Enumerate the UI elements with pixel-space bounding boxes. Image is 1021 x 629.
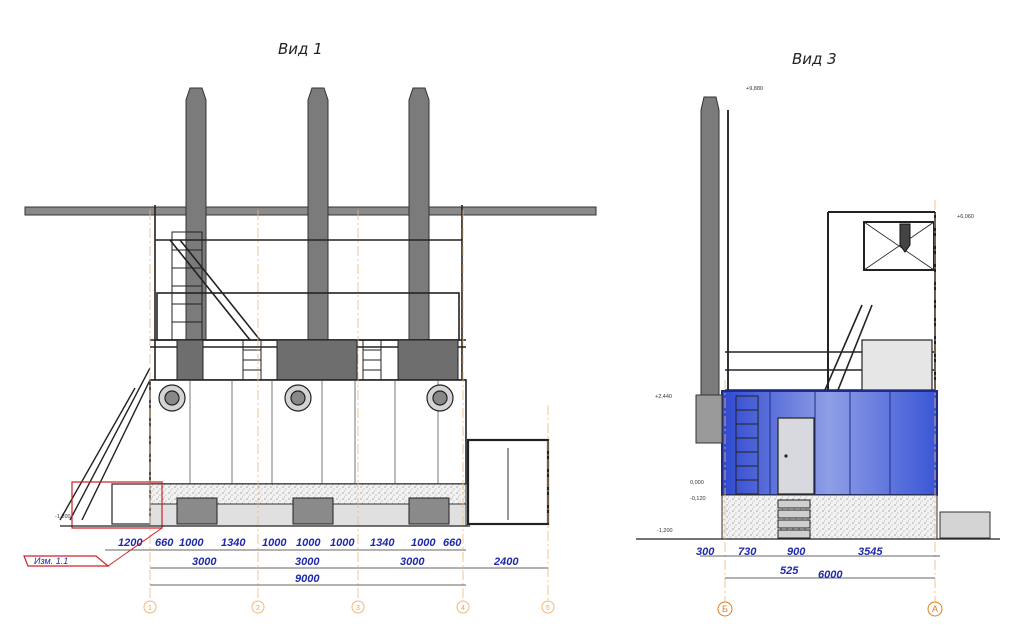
- view-3-equip: [861, 339, 933, 391]
- elev-floor-b: -0,120: [690, 496, 706, 502]
- view-3-dims-row1: 300 730 900 3545: [696, 546, 883, 558]
- dim-1340-a: 1340: [221, 537, 246, 549]
- dim-730: 730: [738, 546, 757, 558]
- view-3-container: [721, 390, 938, 496]
- view-1-elevation-left: -1,200: [55, 514, 71, 520]
- dim-300: 300: [696, 546, 715, 558]
- axis-2: 2: [256, 605, 260, 612]
- view-1: Вид 1: [23, 40, 597, 614]
- view-3-steps: [777, 499, 811, 539]
- view-3: Вид 3: [636, 50, 1000, 617]
- dimension-lines: [105, 549, 548, 586]
- axis-5: 5: [546, 605, 550, 612]
- equipment-blocks: [176, 339, 459, 381]
- axis-B-cyr: Б: [722, 604, 728, 614]
- dim-3000-b: 3000: [295, 556, 320, 568]
- dim-1000-a: 1000: [179, 537, 204, 549]
- fans: [158, 384, 454, 412]
- view-3-hoist: [899, 223, 911, 253]
- dim-3000-c: 3000: [400, 556, 425, 568]
- elev-left: +2,440: [655, 394, 672, 400]
- view-3-container-panels: [769, 391, 891, 495]
- view-3-title: Вид 3: [792, 50, 837, 68]
- view-3-ladder: [735, 395, 759, 495]
- dim-1000-c: 1000: [296, 537, 321, 549]
- view-3-stack: [700, 96, 720, 396]
- elev-right: +6,060: [957, 214, 974, 220]
- elev-floor-a: 0,000: [690, 480, 704, 486]
- dim-660-left: 660: [155, 537, 174, 549]
- view-3-axis-lines: [724, 200, 936, 605]
- view-3-foundation: [721, 494, 938, 540]
- dim-525: 525: [780, 565, 799, 577]
- elev-ground: -1,200: [657, 528, 673, 534]
- revision-tag-label: Изм. 1.1: [34, 556, 68, 566]
- view-3-dimension-lines: [700, 555, 940, 579]
- foundation-pits: [176, 497, 450, 525]
- dim-3000-a: 3000: [192, 556, 217, 568]
- dim-3545: 3545: [858, 546, 883, 558]
- dim-1000-b: 1000: [262, 537, 287, 549]
- view-1-title: Вид 1: [278, 40, 323, 58]
- dim-1000-d: 1000: [330, 537, 355, 549]
- stair-box: [111, 483, 151, 525]
- axis-lines: [149, 210, 549, 600]
- view-1-axis-bubbles: [143, 600, 555, 614]
- view-1-dims-row1: 1200 660 1000 1340 1000 1000 1000 1340 1…: [118, 537, 462, 549]
- view-1-dims-row2: 3000 3000 3000 2400: [192, 556, 519, 568]
- elev-top: +9,880: [746, 86, 763, 92]
- axis-A-cyr: А: [932, 604, 938, 614]
- dim-9000: 9000: [295, 573, 320, 585]
- dim-660-right: 660: [443, 537, 462, 549]
- view-3-axis-bubbles: [717, 601, 943, 617]
- dim-1340-b: 1340: [370, 537, 395, 549]
- dim-6000: 6000: [818, 569, 843, 581]
- axis-3: 3: [356, 605, 360, 612]
- exhaust-stacks: [185, 87, 430, 341]
- axis-4: 4: [461, 605, 465, 612]
- dim-1000-e: 1000: [411, 537, 436, 549]
- view-3-small-tank: [939, 511, 991, 539]
- dim-900: 900: [787, 546, 806, 558]
- dim-1200: 1200: [118, 537, 143, 549]
- view-3-duct: [695, 394, 723, 444]
- view-3-door: [777, 417, 815, 495]
- axis-1: 1: [148, 605, 152, 612]
- dim-2400: 2400: [493, 556, 519, 568]
